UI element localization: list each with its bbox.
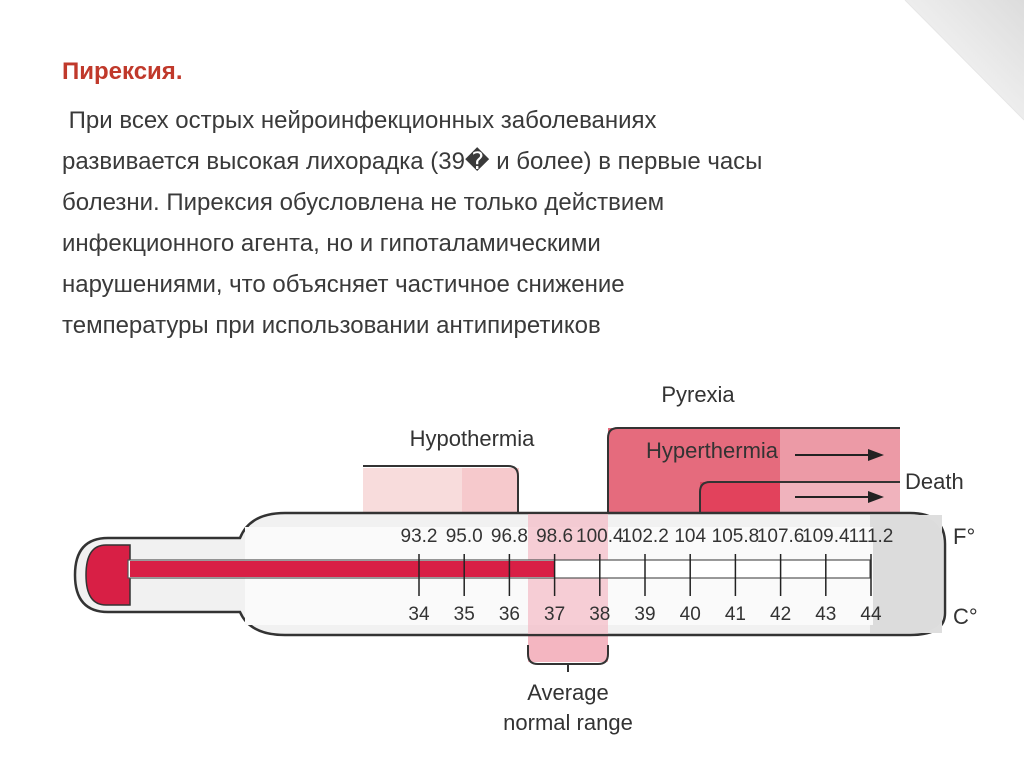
body-line: нарушениями, что объясняет частичное сни… (62, 271, 625, 298)
fahrenheit-tick-label: 105.8 (712, 526, 760, 547)
hypothermia-zone-inner (462, 468, 519, 512)
death-arrow-lower (795, 491, 884, 503)
body-line: болезни. Пирексия обусловлена не только … (62, 189, 665, 216)
temperature-scale: 93.2 34 95.0 35 96.8 36 98.6 37 100.4 38 102.2 39 10… (401, 526, 894, 625)
fahrenheit-tick-label: 98.6 (536, 526, 573, 547)
fahrenheit-tick-label: 93.2 (401, 526, 438, 547)
fahrenheit-tick-label: 111.2 (849, 526, 894, 547)
fahrenheit-tick-label: 100.4 (576, 526, 624, 547)
celsius-tick-label: 41 (725, 604, 746, 625)
celsius-tick-label: 42 (770, 604, 791, 625)
celsius-tick-label: 34 (408, 604, 430, 625)
death-arrow-upper (795, 449, 884, 461)
hyperthermia-zone-core (700, 482, 780, 512)
slide-title: Пирексия. (62, 58, 183, 85)
hypothermia-label: Hypothermia (410, 426, 535, 451)
thermometer-diagram: 93.2 34 95.0 35 96.8 36 98.6 37 100.4 38 102.2 39 10… (73, 382, 978, 735)
celsius-tick-label: 39 (634, 604, 655, 625)
fahrenheit-tick-label: 107.6 (757, 526, 805, 547)
hypothermia-bracket (363, 465, 519, 512)
celsius-tick-label: 35 (454, 604, 475, 625)
average-label-line2: normal range (503, 710, 633, 735)
hyperthermia-bracket (699, 481, 900, 512)
slide-body-text: При всех острых нейроинфекционных заболе… (62, 100, 962, 346)
body-line: развивается высокая лихорадка (39� и бол… (62, 148, 763, 175)
death-label: Death (905, 469, 964, 494)
fahrenheit-tick-label: 109.4 (802, 526, 850, 547)
celsius-tick-label: 43 (815, 604, 836, 625)
fahrenheit-tick-label: 104 (674, 526, 706, 547)
celsius-tick-label: 40 (680, 604, 701, 625)
celsius-tick-label: 37 (544, 604, 565, 625)
fahrenheit-unit-label: F° (953, 524, 975, 549)
celsius-tick-label: 38 (589, 604, 610, 625)
celsius-tick-label: 44 (860, 604, 882, 625)
hyperthermia-label: Hyperthermia (646, 438, 779, 463)
mercury-bulb (85, 544, 131, 606)
body-line: инфекционного агента, но и гипоталамичес… (62, 230, 601, 257)
celsius-tick-label: 36 (499, 604, 520, 625)
fahrenheit-tick-label: 96.8 (491, 526, 528, 547)
body-line: При всех острых нейроинфекционных заболе… (62, 107, 657, 134)
pyrexia-label: Pyrexia (661, 382, 735, 407)
body-line: температуры при использовании антипирети… (62, 312, 601, 339)
fahrenheit-tick-label: 102.2 (621, 526, 669, 547)
mercury-column (130, 561, 555, 577)
pyrexia-bracket (607, 427, 900, 512)
fahrenheit-tick-label: 95.0 (446, 526, 483, 547)
average-label-line1: Average (527, 680, 609, 705)
celsius-unit-label: C° (953, 604, 978, 629)
